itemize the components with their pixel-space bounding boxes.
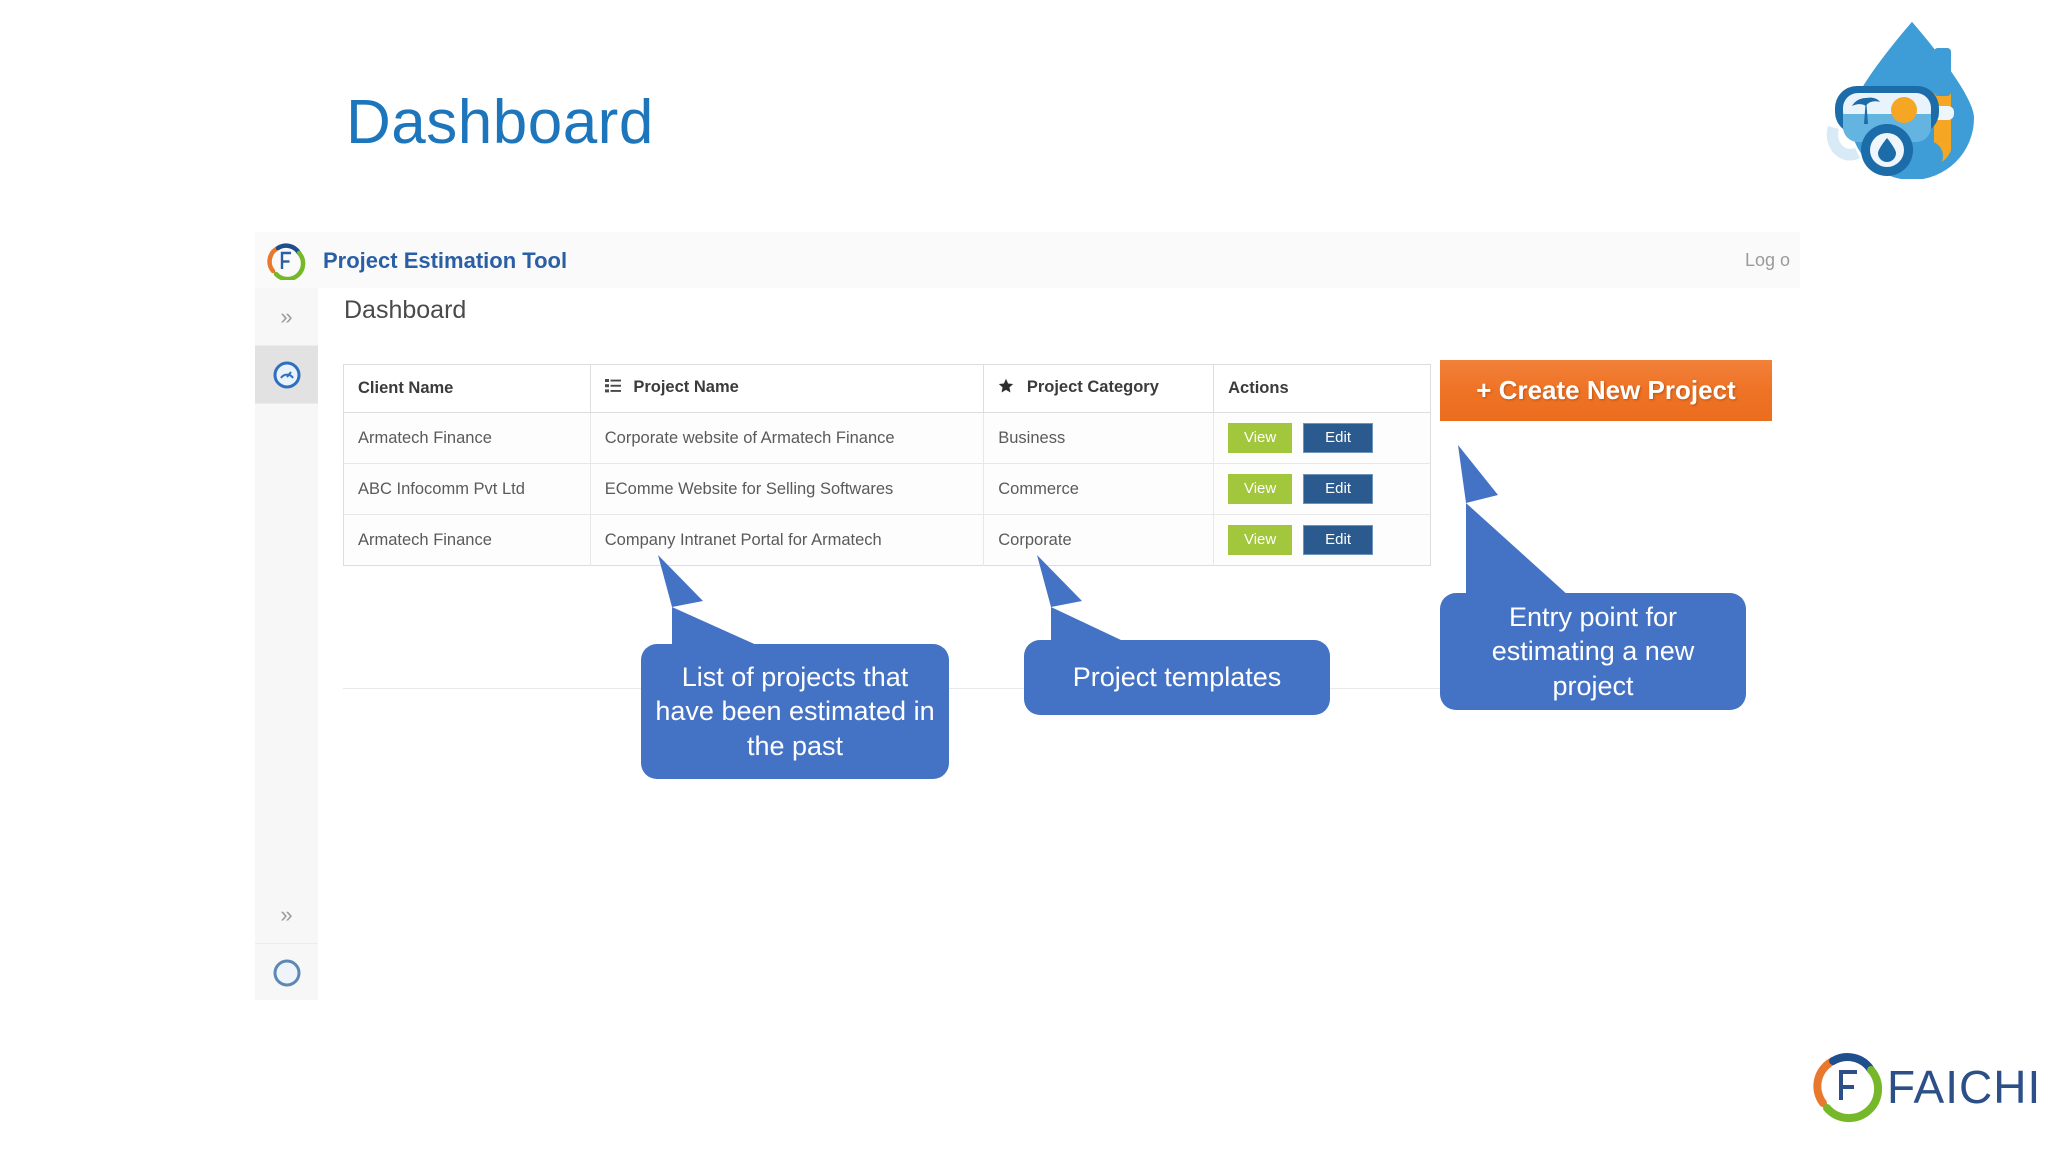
column-header-actions: Actions (1213, 364, 1431, 413)
sidebar: » » (255, 288, 319, 1000)
column-label-project-name: Project Name (633, 378, 739, 396)
gauge-icon-bottom (273, 959, 301, 987)
snorkel-droplet-logo (1822, 14, 2002, 180)
callout-tail-create-entry-point (1458, 445, 1590, 615)
page-heading: Dashboard (344, 296, 467, 324)
app-header: Project Estimation Tool Log o (255, 232, 1800, 289)
page-title: Dashboard (346, 88, 654, 157)
column-label-client-name: Client Name (358, 379, 454, 397)
column-label-actions: Actions (1228, 379, 1289, 397)
faichi-wordmark: FAICHI (1887, 1061, 2042, 1113)
chevron-double-right-icon-bottom: » (280, 901, 293, 927)
projects-table: Client Name Project Name (343, 364, 1431, 566)
callout-projects-list: List of projects that have been estimate… (641, 644, 949, 779)
cell-project-category: Commerce (983, 463, 1215, 515)
faichi-logo (1805, 1046, 2035, 1124)
table-row: Armatech Finance Corporate website of Ar… (343, 412, 1431, 464)
edit-button[interactable]: Edit (1303, 525, 1374, 555)
logout-link[interactable]: Log o (1744, 250, 1790, 270)
table-row: Armatech Finance Company Intranet Portal… (343, 514, 1431, 566)
sidebar-item-collapse-bottom[interactable]: » (255, 886, 318, 944)
table-row: ABC Infocomm Pvt Ltd EComme Website for … (343, 463, 1431, 515)
app-title: Project Estimation Tool (323, 248, 568, 273)
cell-client-name: Armatech Finance (343, 514, 591, 566)
table-header-row: Client Name Project Name (343, 364, 1431, 413)
dashboard-gauge-icon (273, 361, 301, 389)
cell-client-name: ABC Infocomm Pvt Ltd (343, 463, 591, 515)
view-button[interactable]: View (1228, 423, 1293, 453)
create-new-project-button[interactable]: + Create New Project (1440, 360, 1772, 421)
sidebar-item-secondary[interactable] (255, 944, 318, 1000)
sidebar-item-collapse-top[interactable]: » (255, 288, 318, 346)
column-header-client-name[interactable]: Client Name (343, 364, 591, 413)
sidebar-item-dashboard[interactable] (255, 346, 318, 404)
cell-actions: View Edit (1213, 463, 1431, 515)
cell-actions: View Edit (1213, 514, 1431, 566)
cell-client-name: Armatech Finance (343, 412, 591, 464)
column-label-project-category: Project Category (1026, 378, 1159, 396)
star-icon (998, 378, 1014, 399)
chevron-double-right-icon: » (280, 303, 293, 329)
callout-create-entry-point: Entry point for estimating a new project (1440, 593, 1746, 710)
view-button[interactable]: View (1228, 474, 1293, 504)
cell-project-name: Corporate website of Armatech Finance (590, 412, 985, 464)
cell-project-name: EComme Website for Selling Softwares (590, 463, 985, 515)
cell-project-category: Corporate (983, 514, 1215, 566)
callout-project-templates: Project templates (1024, 640, 1330, 715)
column-header-project-category[interactable]: Project Category (983, 364, 1215, 413)
column-header-project-name[interactable]: Project Name (590, 364, 985, 413)
list-icon (604, 378, 621, 399)
edit-button[interactable]: Edit (1303, 423, 1374, 453)
app-brand-logo-icon (266, 240, 306, 282)
cell-project-name: Company Intranet Portal for Armatech (590, 514, 985, 566)
cell-actions: View Edit (1213, 412, 1431, 464)
cell-project-category: Business (983, 412, 1215, 464)
view-button[interactable]: View (1228, 525, 1293, 555)
edit-button[interactable]: Edit (1303, 474, 1374, 504)
